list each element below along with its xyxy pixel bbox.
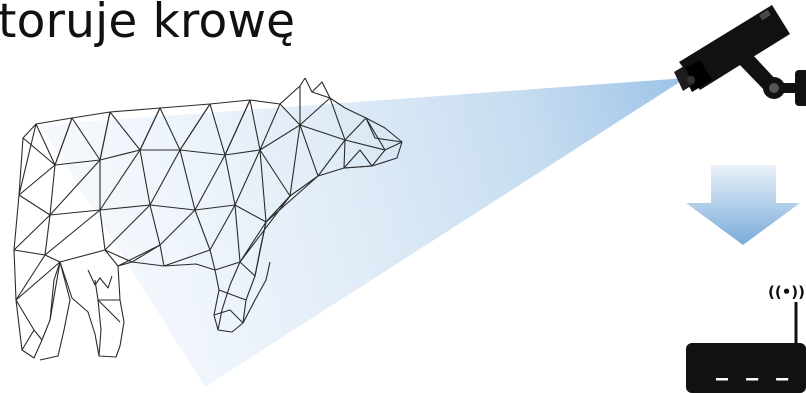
camera-view-beam: [40, 78, 686, 387]
security-camera-icon: [674, 5, 806, 106]
router-status-lights: – – –: [716, 366, 791, 390]
wifi-signal-icon: ((•)): [768, 283, 805, 301]
down-arrow-icon: [686, 165, 800, 245]
